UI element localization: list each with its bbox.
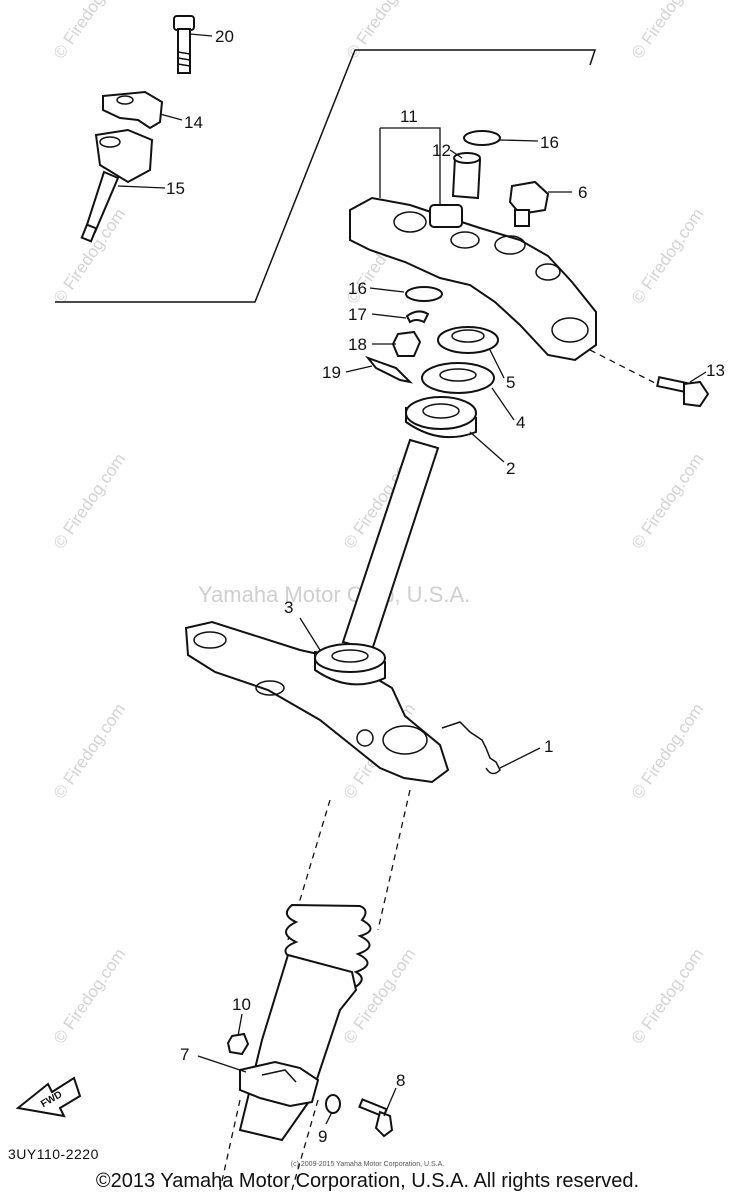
callout-17: 17 <box>348 305 367 324</box>
part-1-cable-guide <box>441 721 501 775</box>
part-20-bolt <box>173 15 195 74</box>
part-3-bearing <box>314 643 386 686</box>
callout-19: 19 <box>322 363 341 382</box>
callout-5: 5 <box>506 373 515 392</box>
watermark: © Firedog.com <box>628 205 708 307</box>
fork-outline-right <box>377 789 411 931</box>
part-16-washer-lower <box>405 286 443 302</box>
watermark: © Firedog.com <box>628 450 708 552</box>
watermark: © Firedog.com <box>50 700 130 802</box>
part-15-handlebar <box>80 128 154 243</box>
part-17-clip <box>405 310 430 324</box>
callout-20: 20 <box>215 27 234 46</box>
callout-3: 3 <box>284 598 293 617</box>
callout-8: 8 <box>396 1071 405 1090</box>
callout-4: 4 <box>516 413 525 432</box>
callout-14: 14 <box>184 113 203 132</box>
callout-10: 10 <box>232 995 251 1014</box>
callout-9: 9 <box>318 1127 327 1146</box>
watermark: © Firedog.com <box>50 0 130 62</box>
part-14-holder-upper <box>102 90 164 130</box>
part-5-ring-nut <box>437 326 499 354</box>
part-code: 3UY110-2220 <box>8 1146 99 1162</box>
part-4-cover <box>421 362 495 394</box>
callout-15: 15 <box>166 179 185 198</box>
fork-extension-left <box>219 1099 241 1191</box>
callout-18: 18 <box>348 335 367 354</box>
axis-line-13 <box>589 349 656 384</box>
callout-labels: 20 14 15 11 12 16 6 13 16 17 18 19 5 4 2… <box>166 27 725 1146</box>
callout-12: 12 <box>432 141 451 160</box>
watermark: © Firedog.com <box>50 450 130 552</box>
callout-16-top: 16 <box>540 133 559 152</box>
fork-lower-tube <box>238 953 358 1142</box>
watermark: © Firedog.com <box>628 945 708 1047</box>
copyright-notice: ©2013 Yamaha Motor Corporation, U.S.A. A… <box>95 1170 640 1192</box>
fork-extension-right <box>291 1099 319 1191</box>
callout-2: 2 <box>506 459 515 478</box>
part-16-washer-top <box>463 130 501 146</box>
part-2-bearing <box>405 396 477 439</box>
callout-16-lower: 16 <box>348 279 367 298</box>
part-14-hole <box>116 95 134 105</box>
part-11-upper-bracket <box>349 196 597 362</box>
callout-1: 1 <box>544 737 553 756</box>
watermark: © Firedog.com <box>50 945 130 1047</box>
callout-11: 11 <box>400 107 418 126</box>
leader-lines <box>117 33 707 1125</box>
part-7-clamp <box>239 1060 320 1108</box>
part-13-bolt <box>656 375 710 408</box>
fwd-arrow-icon: FWD <box>15 1076 82 1118</box>
callout-6: 6 <box>578 183 587 202</box>
part-9-washer <box>325 1094 341 1114</box>
callout-7: 7 <box>180 1045 189 1064</box>
part-10-nut <box>226 1032 250 1056</box>
watermark: © Firedog.com <box>628 700 708 802</box>
callout-13: 13 <box>706 361 725 380</box>
part-6-bolt <box>508 180 550 227</box>
center-watermark: Yamaha Motor Corp, U.S.A. <box>198 582 470 607</box>
part-8-bolt <box>358 1098 394 1138</box>
small-copyright: (c) 2009-2015 Yamaha Motor Corporation, … <box>290 1161 445 1168</box>
part-18-nut <box>391 330 422 357</box>
subassembly-outline <box>55 49 597 303</box>
watermark: © Firedog.com <box>343 0 423 62</box>
part-12-cap <box>451 152 482 200</box>
part-19-washer <box>365 355 414 384</box>
watermark: © Firedog.com <box>628 0 708 62</box>
